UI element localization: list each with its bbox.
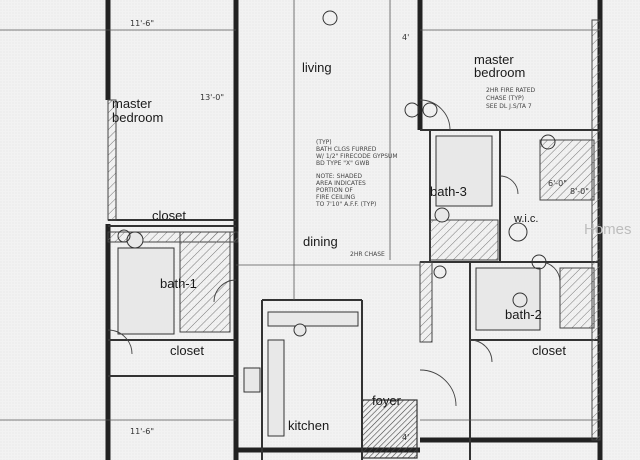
room-label-dining: dining bbox=[303, 234, 338, 249]
kitchen-island bbox=[267, 339, 285, 437]
bathtub-2 bbox=[475, 267, 541, 331]
dimension-lines bbox=[0, 0, 600, 421]
shaded-line-5: TO 7'10" A.F.F. (TYP) bbox=[315, 201, 376, 208]
grid-bubbles bbox=[117, 10, 556, 279]
watermark: Homes bbox=[584, 221, 632, 238]
master-bedroom-left-line-2: bedroom bbox=[112, 110, 163, 125]
room-label-bath-1: bath-1 bbox=[160, 276, 197, 291]
room-label-foyer: foyer bbox=[372, 393, 402, 408]
bathtub-1 bbox=[117, 247, 175, 335]
shaded-line-1: NOTE: SHADED bbox=[316, 173, 362, 180]
typ-line-3: W/ 1/2" FIRECODE GYPSUM bbox=[316, 153, 398, 160]
shaded-line-2: AREA INDICATES bbox=[316, 180, 366, 187]
kitchen-counter bbox=[267, 311, 359, 327]
room-label-master-bedroom-left: master bedroom bbox=[112, 96, 163, 125]
fire-chase-line-3: SEE DL J.S/TA 7 bbox=[486, 103, 532, 110]
dimension-right-mid: 4' bbox=[402, 433, 409, 442]
room-label-kitchen: kitchen bbox=[288, 418, 329, 433]
shower-3 bbox=[435, 135, 493, 207]
fire-chase-line-2: CHASE (TYP) bbox=[486, 95, 524, 102]
door-swings bbox=[107, 99, 561, 407]
room-label-living: living bbox=[302, 60, 332, 75]
range bbox=[243, 367, 261, 393]
master-bedroom-right-line-2: bedroom bbox=[474, 65, 525, 80]
dimension-top-mid: 4' bbox=[402, 33, 409, 42]
fire-rated-chase-note: 2HR FIRE RATED CHASE (TYP) SEE DL J.S/TA… bbox=[486, 87, 537, 110]
shaded-line-3: PORTION OF bbox=[316, 187, 353, 194]
room-label-closet-bottom-left: closet bbox=[170, 343, 204, 358]
shaded-area-note: NOTE: SHADED AREA INDICATES PORTION OF F… bbox=[315, 173, 376, 208]
fixtures bbox=[117, 135, 541, 437]
toilet-3 bbox=[434, 207, 450, 223]
chase-note: 2HR CHASE bbox=[350, 251, 385, 258]
master-bedroom-left-line-1: master bbox=[112, 96, 152, 111]
kitchen-sink bbox=[293, 323, 307, 337]
master-bedroom-right-line-1: master bbox=[474, 52, 514, 67]
typ-line-1: (TYP) bbox=[316, 139, 332, 146]
dimension-top-left: 11'-6" bbox=[130, 19, 154, 28]
room-label-bath-2: bath-2 bbox=[505, 307, 542, 322]
toilet-2 bbox=[512, 292, 528, 308]
room-label-bath-3: bath-3 bbox=[430, 184, 467, 199]
room-label-master-bedroom-right: master bedroom bbox=[474, 52, 525, 80]
typ-line-2: BATH CLGS FURRED bbox=[316, 146, 377, 153]
shaded-line-4: FIRE CEILING bbox=[316, 194, 355, 201]
toilet-1 bbox=[126, 231, 144, 249]
room-label-closet-top-left: closet bbox=[152, 208, 186, 223]
room-label-wic: w.i.c. bbox=[513, 213, 538, 225]
fire-chase-line-1: 2HR FIRE RATED bbox=[486, 87, 536, 94]
typ-line-4: BD TYPE "X" GWB bbox=[316, 160, 370, 167]
dimension-left-vertical: 13'-0" bbox=[200, 93, 224, 102]
dimension-wic-depth: 8'-0" bbox=[570, 187, 589, 196]
room-label-closet-bottom-right: closet bbox=[532, 343, 566, 358]
dimension-bottom-left: 11'-6" bbox=[130, 427, 154, 436]
typ-bath-note: (TYP) BATH CLGS FURRED W/ 1/2" FIRECODE … bbox=[316, 139, 400, 167]
dimension-wic-width: 6'-0" bbox=[548, 179, 567, 188]
